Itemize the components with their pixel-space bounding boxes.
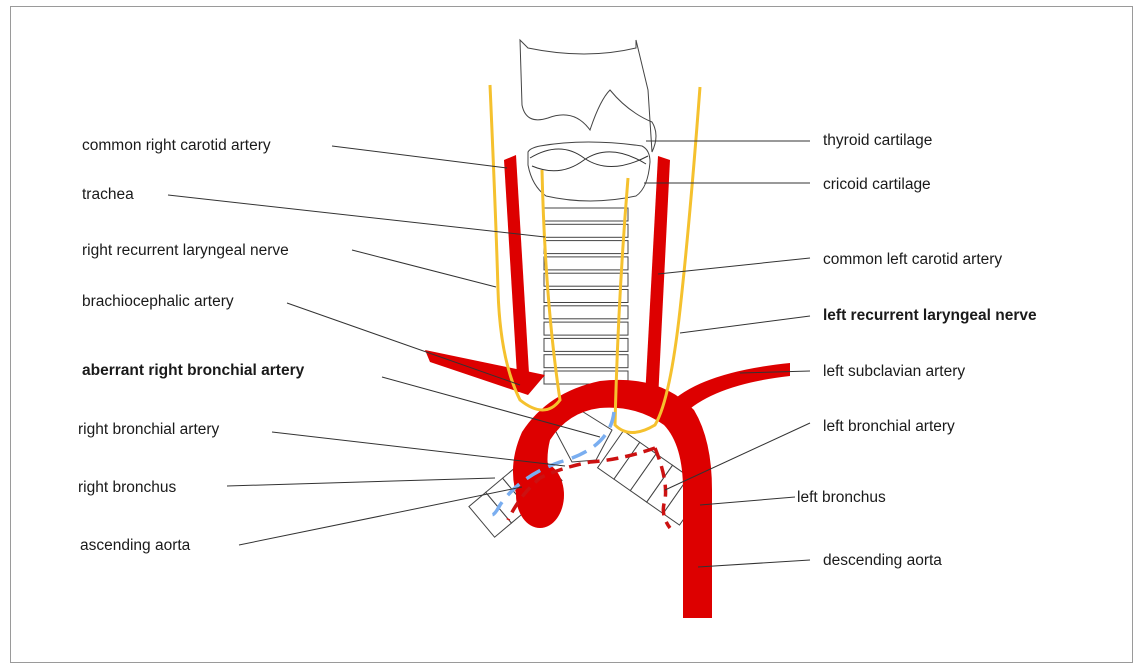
label-descending-aorta: descending aorta xyxy=(823,552,942,569)
leader-descending-aorta xyxy=(698,560,810,567)
label-aberrant-right-bronchial-artery: aberrant right bronchial artery xyxy=(82,362,305,379)
trachea-ring xyxy=(544,290,628,303)
leader-brachiocephalic xyxy=(287,303,520,385)
label-trachea: trachea xyxy=(82,186,134,203)
label-ascending-aorta: ascending aorta xyxy=(80,537,191,554)
trachea-ring xyxy=(544,224,628,237)
leader-left-bronchus xyxy=(700,497,795,505)
leader-left-recurrent xyxy=(680,316,810,333)
leader-right-bronchus xyxy=(227,478,495,486)
label-right-recurrent-laryngeal-nerve: right recurrent laryngeal nerve xyxy=(82,242,289,259)
label-left-subclavian-artery: left subclavian artery xyxy=(823,363,965,380)
leader-right-recurrent xyxy=(352,250,496,287)
trachea-ring xyxy=(544,273,628,286)
leader-common-right-carotid xyxy=(332,146,507,168)
label-left-bronchus: left bronchus xyxy=(797,489,886,506)
left-carotid-artery-shape xyxy=(645,156,670,400)
trachea-ring xyxy=(544,257,628,270)
leader-common-left-carotid xyxy=(658,258,810,274)
label-right-bronchus: right bronchus xyxy=(78,479,176,496)
trachea-ring xyxy=(544,338,628,351)
trachea-ring xyxy=(544,322,628,335)
label-left-recurrent-laryngeal-nerve: left recurrent laryngeal nerve xyxy=(823,307,1037,324)
trachea-rings xyxy=(544,208,628,384)
trachea-ring xyxy=(544,241,628,254)
label-common-left-carotid-artery: common left carotid artery xyxy=(823,251,1002,268)
label-cricoid-cartilage: cricoid cartilage xyxy=(823,176,931,193)
label-right-bronchial-artery: right bronchial artery xyxy=(78,421,220,438)
label-brachiocephalic-artery: brachiocephalic artery xyxy=(82,293,234,310)
right-carotid-artery-shape xyxy=(504,155,530,392)
trachea-ring xyxy=(544,306,628,319)
label-common-right-carotid-artery: common right carotid artery xyxy=(82,137,271,154)
trachea-ring xyxy=(544,208,628,221)
label-left-bronchial-artery: left bronchial artery xyxy=(823,418,955,435)
leader-trachea xyxy=(168,195,545,237)
label-thyroid-cartilage: thyroid cartilage xyxy=(823,132,932,149)
thyroid-cartilage-shape xyxy=(520,40,656,152)
